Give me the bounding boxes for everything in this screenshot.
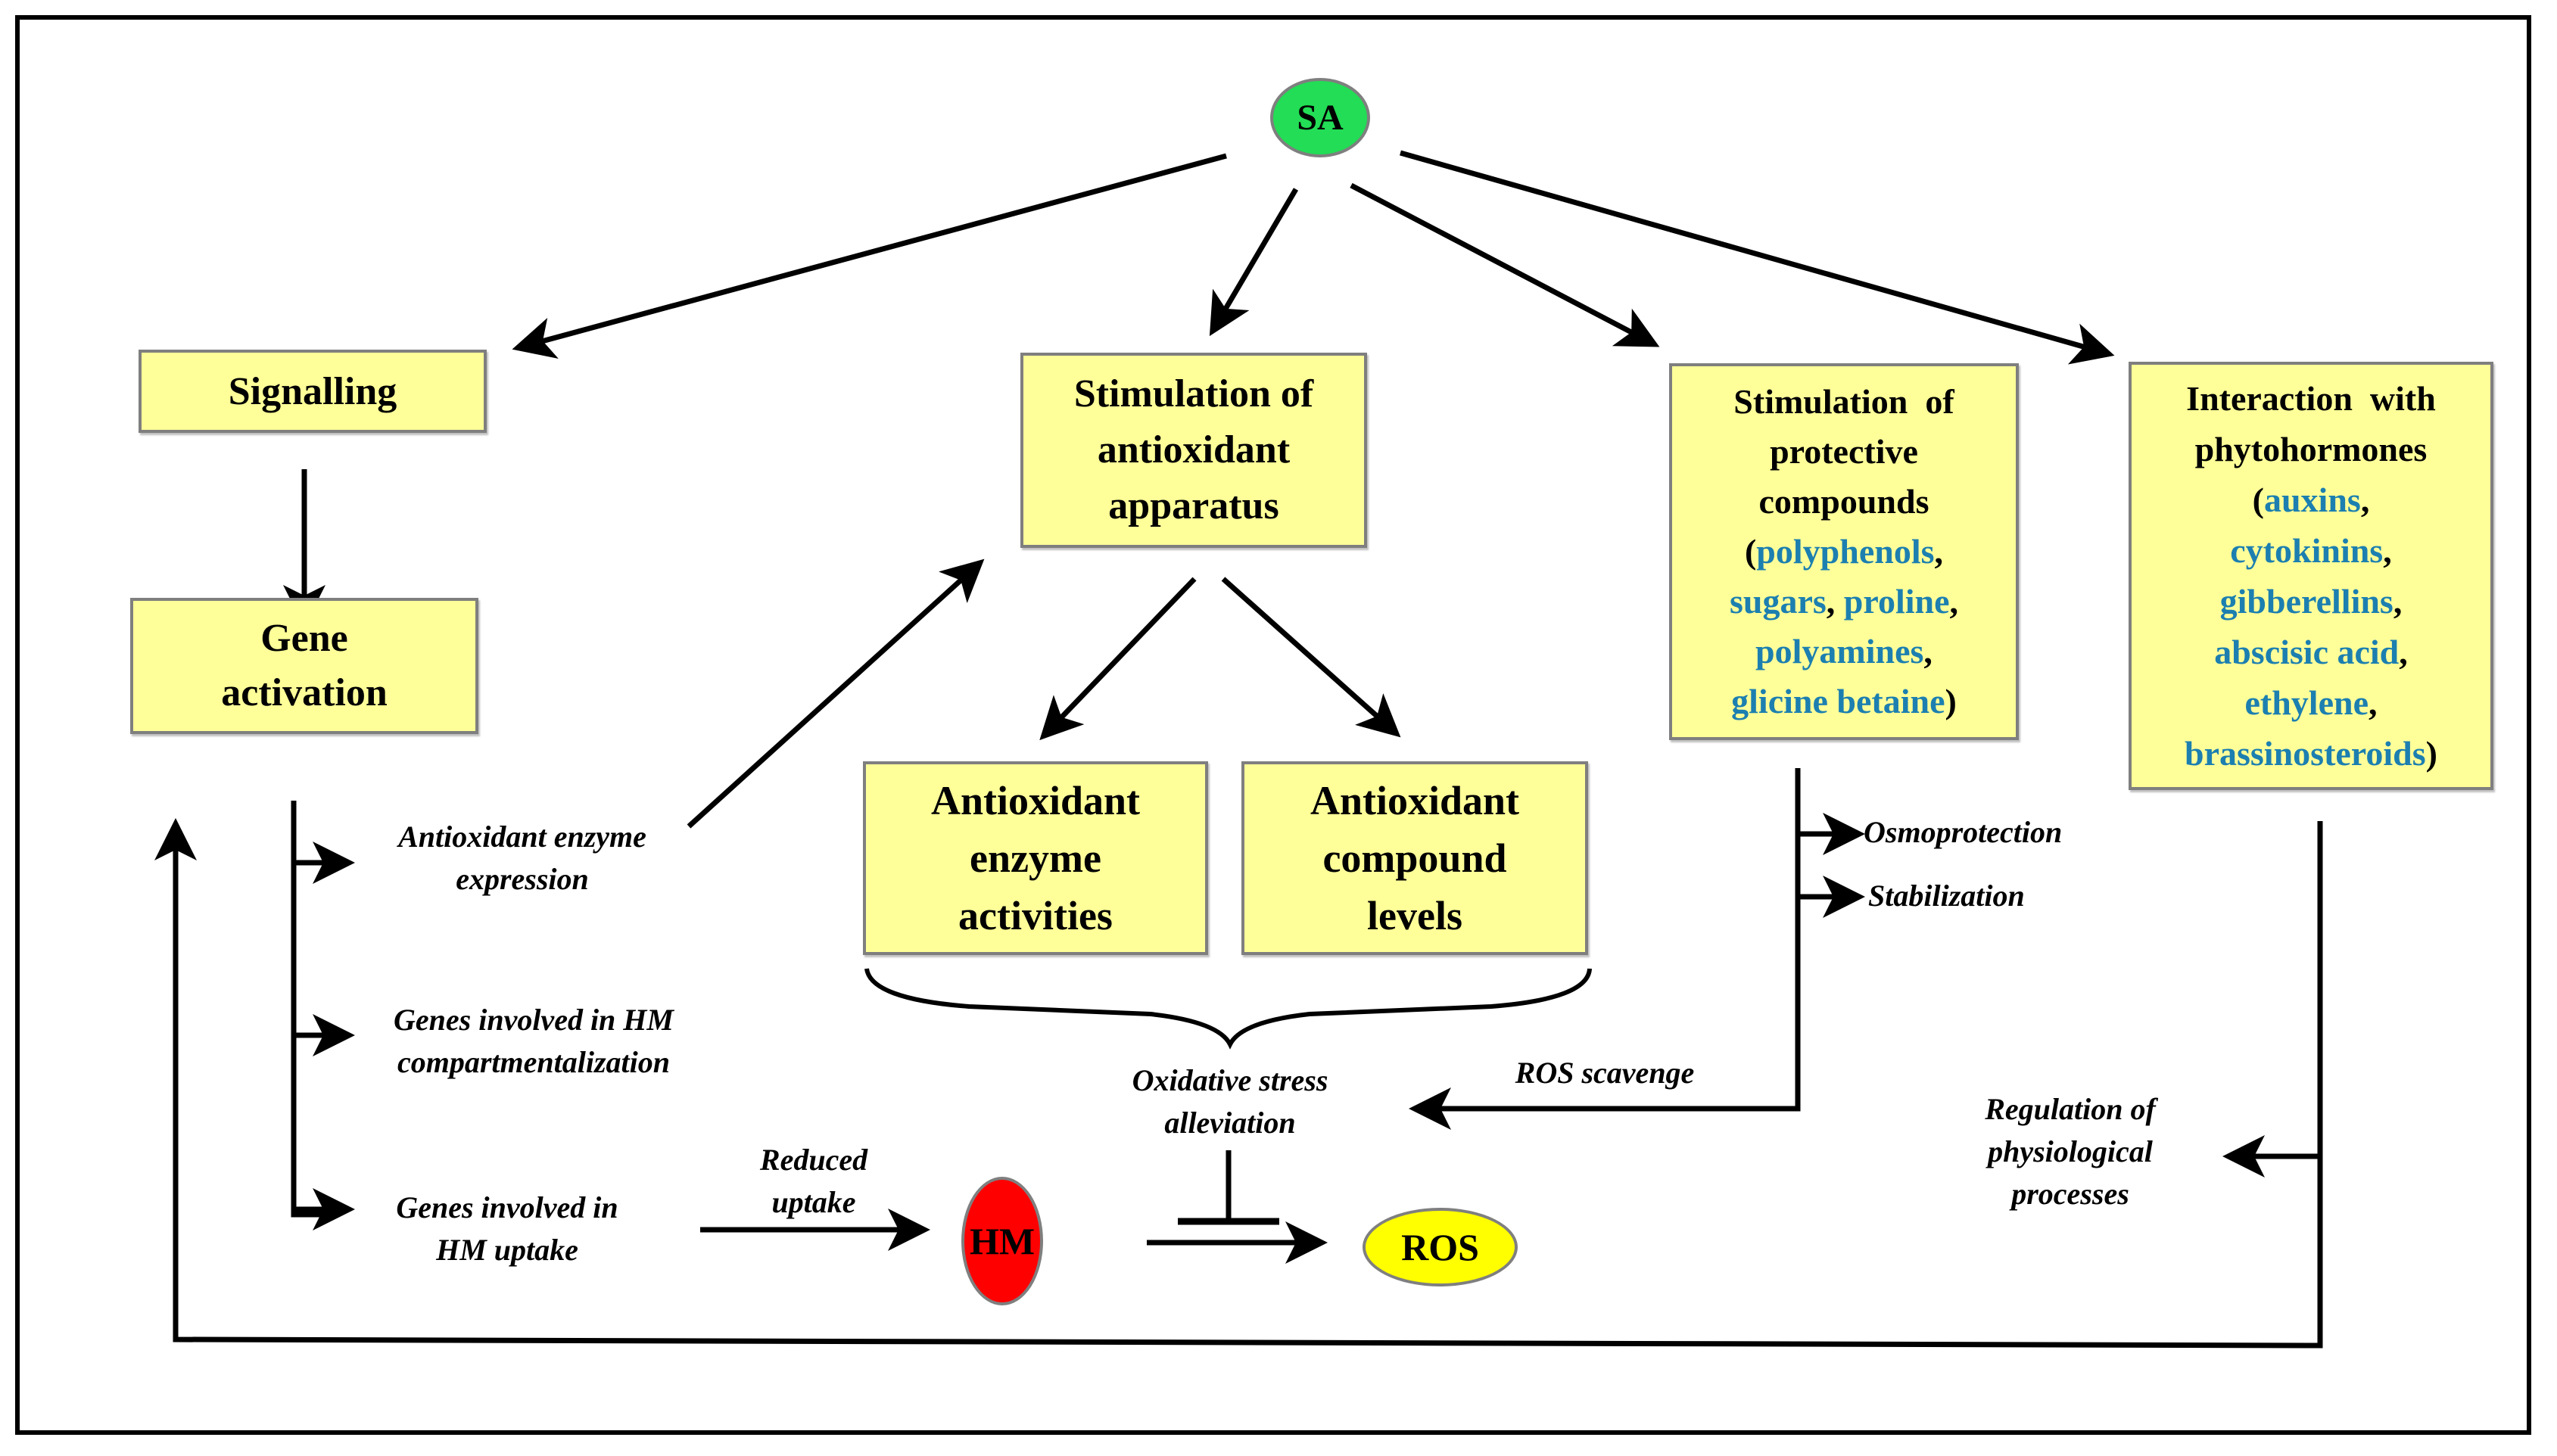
label-line: Regulation of bbox=[1985, 1092, 2156, 1126]
label-line: uptake bbox=[771, 1185, 856, 1219]
hormone-auxins: auxins bbox=[2263, 481, 2361, 519]
label-line: physiological bbox=[1988, 1134, 2153, 1168]
label-line: Osmoprotection bbox=[1864, 815, 2063, 849]
label-line: Genes involved in bbox=[396, 1190, 618, 1224]
enzyme-activities-line-3: activities bbox=[958, 893, 1113, 938]
enzyme-activities-box: Antioxidant enzyme activities bbox=[863, 761, 1208, 955]
label-genes-hm-compartmentalization: Genes involved in HM compartmentalizatio… bbox=[352, 999, 715, 1084]
antioxidant-apparatus-box: Stimulation of antioxidant apparatus bbox=[1020, 353, 1367, 548]
protective-title-3: compounds bbox=[1758, 482, 1929, 521]
label-genes-hm-uptake: Genes involved in HM uptake bbox=[352, 1187, 662, 1271]
arrow-sa-to-phytohormones bbox=[1400, 150, 2115, 365]
label-ros-scavenge: ROS scavenge bbox=[1484, 1052, 1726, 1094]
ros-label: ROS bbox=[1401, 1226, 1479, 1268]
hm-node: HM bbox=[961, 1177, 1043, 1305]
label-line: Antioxidant enzyme bbox=[398, 820, 646, 854]
hm-label: HM bbox=[969, 1220, 1036, 1262]
gene-activation-line-2: activation bbox=[221, 671, 388, 714]
curly-brace bbox=[864, 968, 1592, 1050]
compound-levels-line-2: compound bbox=[1322, 835, 1507, 881]
compound-proline: proline bbox=[1843, 582, 1950, 621]
label-oxidative-stress-alleviation: Oxidative stress alleviation bbox=[1090, 1059, 1370, 1144]
compound-polyphenols: polyphenols bbox=[1756, 532, 1935, 571]
ros-node: ROS bbox=[1363, 1208, 1518, 1286]
enzyme-activities-line-1: Antioxidant bbox=[930, 778, 1141, 823]
protective-branch-line bbox=[1409, 768, 1801, 1130]
apparatus-line-2: antioxidant bbox=[1097, 428, 1291, 471]
compound-glicine-betaine: glicine betaine bbox=[1731, 682, 1945, 720]
label-line: HM uptake bbox=[436, 1233, 578, 1267]
label-line: Oxidative stress bbox=[1132, 1063, 1328, 1097]
arrow-sa-to-signalling bbox=[512, 153, 1227, 359]
label-line: compartmentalization bbox=[397, 1045, 671, 1079]
label-line: Genes involved in HM bbox=[394, 1003, 674, 1037]
arrow-sa-to-antioxidant-apparatus bbox=[1209, 188, 1299, 337]
feedback-loop-line bbox=[154, 818, 2323, 1349]
label-osmoprotection: Osmoprotection bbox=[1864, 811, 2062, 854]
sa-label: SA bbox=[1297, 98, 1344, 138]
label-line: Reduced bbox=[759, 1143, 868, 1177]
label-line: expression bbox=[456, 862, 589, 896]
hormone-brassinosteroids: brassinosteroids bbox=[2185, 734, 2426, 773]
hormone-ethylene: ethylene bbox=[2244, 683, 2369, 722]
compound-levels-box: Antioxidant compound levels bbox=[1241, 761, 1588, 955]
label-regulation-physiological: Regulation of physiological processes bbox=[1945, 1088, 2195, 1215]
arrow-sa-to-protective-compounds bbox=[1350, 182, 1660, 347]
protective-title-1: Stimulation of bbox=[1733, 382, 1954, 421]
sa-node: SA bbox=[1270, 78, 1370, 157]
gene-activation-line-1: Gene bbox=[260, 617, 348, 660]
protective-compounds-box: Stimulation of protective compounds (pol… bbox=[1669, 363, 2019, 740]
phytohormones-box: Interaction with phytohormones (auxins, … bbox=[2129, 362, 2493, 790]
compound-polyamines: polyamines bbox=[1755, 632, 1924, 670]
protective-title-2: protective bbox=[1770, 432, 1918, 471]
compound-levels-line-1: Antioxidant bbox=[1310, 778, 1520, 823]
enzyme-activities-line-2: enzyme bbox=[970, 835, 1101, 881]
signalling-box: Signalling bbox=[139, 350, 487, 433]
hormone-gibberellins: gibberellins bbox=[2219, 582, 2393, 621]
label-line: alleviation bbox=[1164, 1106, 1296, 1140]
label-antioxidant-enzyme-expression: Antioxidant enzyme expression bbox=[352, 816, 693, 901]
arrow-apparatus-to-compound-levels bbox=[1221, 577, 1401, 738]
signalling-label: Signalling bbox=[228, 369, 397, 413]
label-line: ROS scavenge bbox=[1515, 1056, 1695, 1090]
hormone-abscisic-acid: abscisic acid bbox=[2214, 633, 2400, 671]
compound-levels-line-3: levels bbox=[1367, 893, 1462, 938]
label-line: Stabilization bbox=[1868, 879, 2025, 913]
apparatus-line-3: apparatus bbox=[1108, 484, 1279, 527]
arrow-apparatus-to-enzyme-activities bbox=[1039, 577, 1197, 741]
compound-sugars: sugars bbox=[1729, 582, 1827, 621]
figure-frame bbox=[15, 15, 2531, 1435]
apparatus-line-1: Stimulation of bbox=[1073, 372, 1314, 415]
phytohormones-title-1: Interaction with bbox=[2186, 379, 2436, 418]
arrow-expression-to-apparatus bbox=[687, 558, 985, 829]
hormone-cytokinins: cytokinins bbox=[2230, 531, 2384, 570]
label-stabilization: Stabilization bbox=[1868, 875, 2025, 917]
label-reduced-uptake: Reduced uptake bbox=[727, 1139, 901, 1224]
phytohormones-title-2: phytohormones bbox=[2194, 430, 2428, 468]
gene-activation-box: Gene activation bbox=[130, 598, 478, 734]
label-line: processes bbox=[2011, 1177, 2129, 1211]
